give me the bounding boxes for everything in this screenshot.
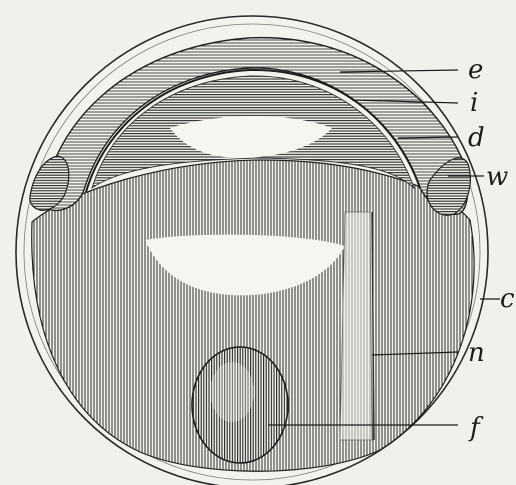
label-d: d [468,123,485,153]
notochord-strip [340,212,372,440]
label-n: n [468,338,485,368]
oil-globule-highlight [210,362,254,422]
label-e: e [468,55,483,85]
label-i: i [470,88,478,118]
label-f: f [468,413,484,443]
label-w: w [486,162,508,192]
label-c: c [500,284,515,314]
